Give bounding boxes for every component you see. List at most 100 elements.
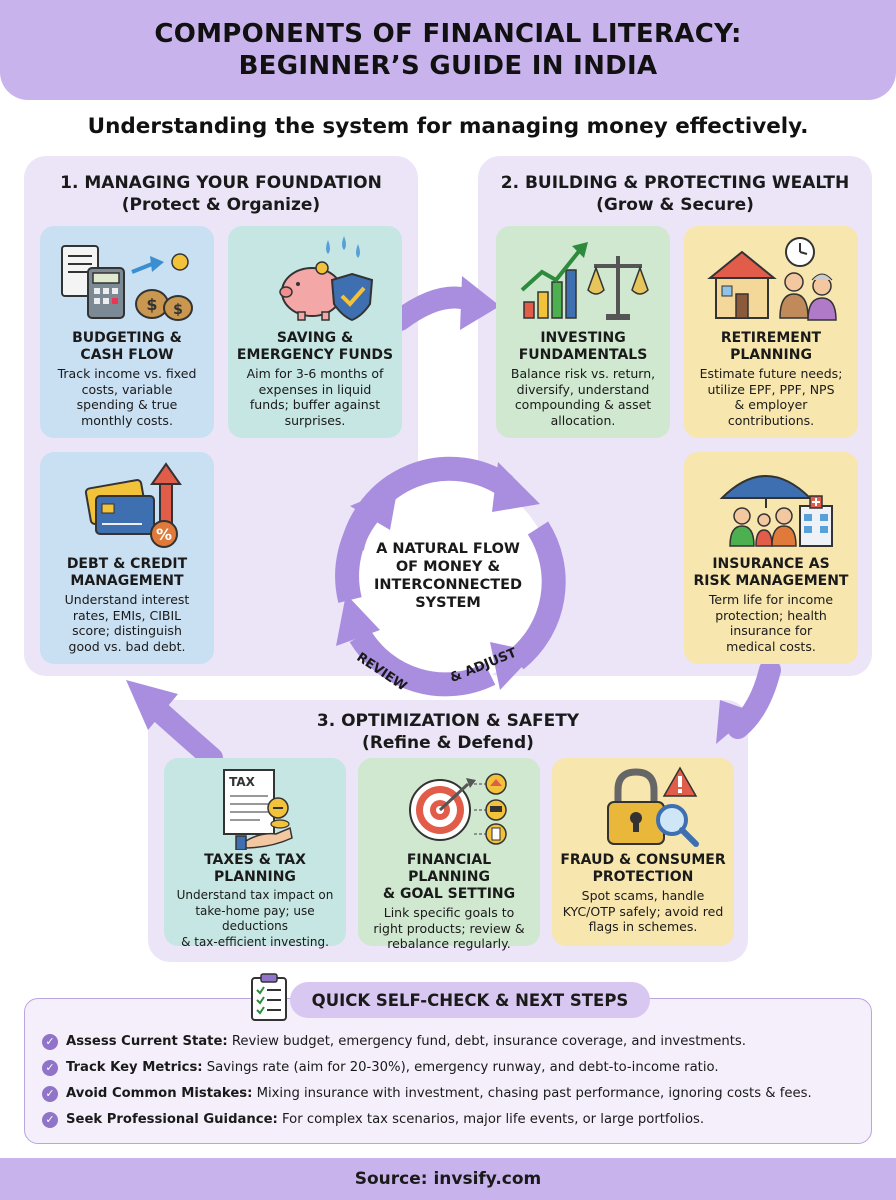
card-saving-desc-line-2: expenses in liquid bbox=[258, 381, 372, 397]
card-saving: SAVING & EMERGENCY FUNDS Aim for 3-6 mon… bbox=[228, 226, 402, 438]
svg-text:%: % bbox=[156, 525, 172, 544]
page-title-line-2: BEGINNER’S GUIDE IN INDIA bbox=[238, 51, 658, 81]
card-taxes-description: Understand tax impact on take-home pay; … bbox=[170, 888, 340, 950]
card-budgeting-desc-line-4: monthly costs. bbox=[81, 412, 173, 428]
page-subtitle: Understanding the system for managing mo… bbox=[87, 114, 809, 139]
card-debt-title-line-2: MANAGEMENT bbox=[70, 573, 184, 589]
card-insurance-title-line-1: INSURANCE AS bbox=[712, 556, 830, 572]
card-fraud: FRAUD & CONSUMER PROTECTION Spot scams, … bbox=[552, 758, 734, 946]
section-optimization-title: 3. OPTIMIZATION & SAFETY (Refine & Defen… bbox=[148, 710, 748, 754]
card-investing: INVESTING FUNDAMENTALS Balance risk vs. … bbox=[496, 226, 670, 438]
umbrella-family-hospital-icon bbox=[696, 458, 846, 554]
card-retirement-desc-line-3: & employer bbox=[734, 397, 808, 412]
card-taxes-desc-line-3: & tax-efficient investing. bbox=[181, 934, 329, 949]
card-saving-title: SAVING & EMERGENCY FUNDS bbox=[237, 330, 393, 364]
card-insurance-title: INSURANCE AS RISK MANAGEMENT bbox=[694, 556, 849, 590]
center-cycle-text: A NATURAL FLOW OF MONEY & INTERCONNECTED… bbox=[348, 540, 548, 612]
growth-chart-scales-icon bbox=[508, 232, 658, 328]
card-investing-title-line-1: INVESTING bbox=[540, 330, 626, 346]
piggy-bank-shield-icon bbox=[240, 232, 390, 328]
card-investing-desc-line-3: compounding & asset bbox=[514, 397, 652, 412]
card-retirement-desc-line-4: contributions. bbox=[727, 412, 815, 428]
card-fraud-description: Spot scams, handle KYC/OTP safely; avoid… bbox=[563, 888, 724, 935]
card-budgeting-title-line-1: BUDGETING & bbox=[72, 330, 182, 346]
section-optimization-heading: 3. OPTIMIZATION & SAFETY bbox=[316, 711, 580, 731]
card-taxes-desc-line-2: take-home pay; use deductions bbox=[195, 903, 315, 934]
card-taxes-title-line-2: PLANNING bbox=[214, 869, 296, 885]
check-circle-icon: ✓ bbox=[42, 1034, 58, 1050]
card-debt-title-line-1: DEBT & CREDIT bbox=[66, 556, 188, 572]
center-text-line-3: INTERCONNECTED bbox=[373, 577, 523, 593]
card-goals-desc-line-1: Link specific goals to bbox=[383, 905, 515, 920]
self-check-item-text: Assess Current State: Review budget, eme… bbox=[66, 1033, 746, 1051]
self-check-item: ✓ Seek Professional Guidance: For comple… bbox=[42, 1111, 872, 1129]
card-goals-title-line-2: & GOAL SETTING bbox=[382, 886, 516, 902]
card-fraud-title-line-2: PROTECTION bbox=[592, 869, 694, 885]
card-saving-desc-line-1: Aim for 3-6 months of bbox=[246, 366, 384, 381]
card-budgeting-description: Track income vs. fixed costs, variable s… bbox=[58, 366, 197, 428]
tax-form-coins-icon: TAX bbox=[180, 764, 330, 851]
footer-source: Source: invsify.com bbox=[0, 1158, 896, 1200]
section-wealth-title: 2. BUILDING & PROTECTING WEALTH (Grow & … bbox=[478, 172, 872, 216]
card-insurance-title-line-2: RISK MANAGEMENT bbox=[693, 573, 849, 589]
card-debt-desc-line-3: score; distinguish bbox=[72, 623, 182, 638]
card-fraud-title: FRAUD & CONSUMER PROTECTION bbox=[560, 852, 725, 886]
card-insurance-desc-line-2: protection; health bbox=[715, 607, 827, 623]
card-budgeting-desc-line-3: spending & true bbox=[76, 397, 178, 412]
card-taxes-title-line-1: TAXES & TAX bbox=[204, 852, 306, 868]
card-investing-description: Balance risk vs. return, diversify, unde… bbox=[511, 366, 655, 428]
card-saving-desc-line-4: surprises. bbox=[284, 412, 346, 428]
card-retirement-desc-line-1: Estimate future needs; bbox=[699, 366, 843, 381]
section-wealth-heading: 2. BUILDING & PROTECTING WEALTH bbox=[500, 173, 850, 193]
house-couple-clock-icon bbox=[696, 232, 846, 328]
card-investing-desc-line-4: allocation. bbox=[550, 412, 616, 428]
card-insurance-desc-line-1: Term life for income bbox=[708, 592, 834, 607]
card-goals-description: Link specific goals to right products; r… bbox=[373, 905, 524, 952]
card-retirement-title-line-1: RETIREMENT bbox=[720, 330, 822, 346]
check-circle-icon: ✓ bbox=[42, 1112, 58, 1128]
svg-text:$: $ bbox=[173, 302, 183, 318]
card-budgeting-title-line-2: CASH FLOW bbox=[80, 347, 174, 363]
card-taxes-desc-line-1: Understand tax impact on bbox=[176, 888, 334, 902]
card-debt-desc-line-2: rates, EMIs, CIBIL bbox=[72, 607, 182, 623]
card-investing-desc-line-2: diversify, understand bbox=[516, 381, 650, 397]
card-goals-title: FINANCIAL PLANNING & GOAL SETTING bbox=[364, 852, 534, 903]
card-retirement-title: RETIREMENT PLANNING bbox=[721, 330, 821, 364]
card-debt-title: DEBT & CREDIT MANAGEMENT bbox=[67, 556, 187, 590]
card-insurance: INSURANCE AS RISK MANAGEMENT Term life f… bbox=[684, 452, 858, 664]
card-debt-desc-line-4: good vs. bad debt. bbox=[68, 638, 186, 654]
card-insurance-description: Term life for income protection; health … bbox=[709, 592, 833, 654]
card-saving-title-line-1: SAVING & bbox=[276, 330, 354, 346]
card-budgeting-title: BUDGETING & CASH FLOW bbox=[72, 330, 182, 364]
page-title-line-1: COMPONENTS OF FINANCIAL LITERACY: bbox=[154, 19, 742, 49]
self-check-item-label: Assess Current State: bbox=[66, 1034, 228, 1049]
clipboard-checklist-icon bbox=[248, 972, 290, 1022]
padlock-warning-magnifier-icon bbox=[568, 764, 718, 850]
card-fraud-title-line-1: FRAUD & CONSUMER bbox=[560, 852, 726, 868]
card-insurance-desc-line-4: medical costs. bbox=[726, 638, 816, 654]
card-saving-desc-line-3: funds; buffer against bbox=[249, 397, 381, 412]
card-fraud-desc-line-2: KYC/OTP safely; avoid red bbox=[562, 903, 724, 919]
card-budgeting: $ $ BUDGETING & CASH FLOW Track income v… bbox=[40, 226, 214, 438]
card-investing-desc-line-1: Balance risk vs. return, bbox=[510, 366, 656, 381]
section-foundation-heading: 1. MANAGING YOUR FOUNDATION bbox=[60, 173, 382, 193]
self-check-title: QUICK SELF-CHECK & NEXT STEPS bbox=[290, 982, 650, 1018]
card-goals-desc-line-3: rebalance regularly. bbox=[387, 936, 511, 951]
card-investing-title-line-2: FUNDAMENTALS bbox=[518, 347, 648, 363]
target-goals-icon bbox=[374, 764, 524, 850]
card-investing-title: INVESTING FUNDAMENTALS bbox=[519, 330, 648, 364]
header-banner: COMPONENTS OF FINANCIAL LITERACY: BEGINN… bbox=[0, 0, 896, 100]
check-circle-icon: ✓ bbox=[42, 1086, 58, 1102]
card-fraud-desc-line-3: flags in schemes. bbox=[588, 919, 698, 934]
self-check-item-label: Avoid Common Mistakes: bbox=[66, 1086, 253, 1101]
card-taxes-title: TAXES & TAX PLANNING bbox=[204, 852, 306, 886]
section-wealth-subheading: (Grow & Secure) bbox=[596, 195, 754, 215]
budget-calculator-icon: $ $ bbox=[52, 232, 202, 328]
card-saving-description: Aim for 3-6 months of expenses in liquid… bbox=[247, 366, 384, 428]
check-circle-icon: ✓ bbox=[42, 1060, 58, 1076]
self-check-item-detail: Review budget, emergency fund, debt, ins… bbox=[227, 1034, 746, 1049]
card-saving-title-line-2: EMERGENCY FUNDS bbox=[236, 347, 394, 363]
card-goals-desc-line-2: right products; review & bbox=[373, 920, 525, 936]
self-check-item-text: Track Key Metrics: Savings rate (aim for… bbox=[66, 1059, 719, 1077]
self-check-item-text: Seek Professional Guidance: For complex … bbox=[66, 1111, 704, 1129]
